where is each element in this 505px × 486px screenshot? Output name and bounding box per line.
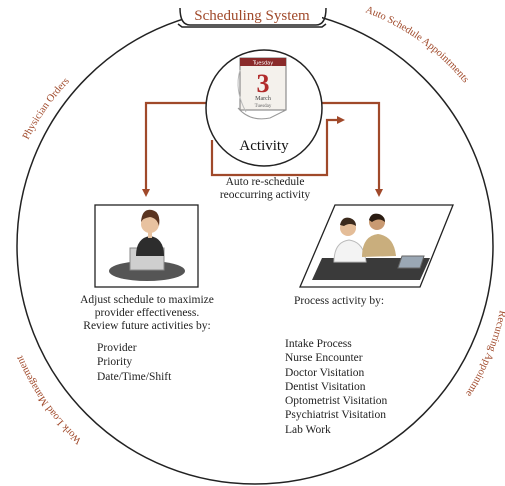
- left-intro-line-2: provider effectiveness.: [94, 307, 200, 319]
- right-list-item: Psychiatrist Visitation: [285, 409, 387, 422]
- left-list-item: Date/Time/Shift: [97, 370, 172, 383]
- calendar-icon: Tuesday 3 March Tuesday: [237, 57, 287, 120]
- svg-text:March: March: [255, 96, 271, 102]
- right-list-item: Intake Process: [285, 338, 352, 350]
- right-list-item: Dentist Visitation: [285, 380, 366, 393]
- reschedule-loop-arrow: [210, 116, 345, 177]
- svg-text:3: 3: [257, 69, 270, 98]
- right-list-item: Doctor Visitation: [285, 366, 365, 379]
- right-list-item: Lab Work: [285, 423, 331, 436]
- left-list-item: Provider: [97, 342, 137, 354]
- ring-label-auto-schedule: Auto Schedule Appointments: [364, 5, 471, 86]
- right-list: Intake Process Nurse Encounter Doctor Vi…: [285, 337, 387, 437]
- page-title: Scheduling System: [194, 8, 310, 24]
- left-intro-line-3: Review future activities by:: [83, 320, 211, 332]
- right-list-item: Nurse Encounter: [285, 352, 363, 365]
- right-intro: Process activity by:: [294, 295, 385, 307]
- loop-caption: Auto re-schedule reoccurring activity: [205, 176, 325, 202]
- loop-caption-line-2: reoccurring activity: [219, 189, 311, 201]
- right-flow-arrow: [320, 101, 383, 197]
- right-list-item: Optometrist Visitation: [285, 395, 388, 408]
- left-list-item: Priority: [97, 356, 133, 369]
- left-intro: Adjust schedule to maximize provider eff…: [62, 294, 232, 333]
- svg-text:Tuesday: Tuesday: [252, 61, 273, 67]
- left-flow-arrow: [142, 101, 208, 197]
- left-photo: [94, 204, 199, 288]
- right-photo: [299, 204, 454, 288]
- svg-text:Tuesday: Tuesday: [255, 104, 272, 109]
- activity-label: Activity: [239, 138, 289, 154]
- left-intro-line-1: Adjust schedule to maximize: [80, 294, 214, 306]
- loop-caption-line-1: Auto re-schedule: [225, 176, 305, 188]
- left-list: Provider Priority Date/Time/Shift: [97, 341, 171, 384]
